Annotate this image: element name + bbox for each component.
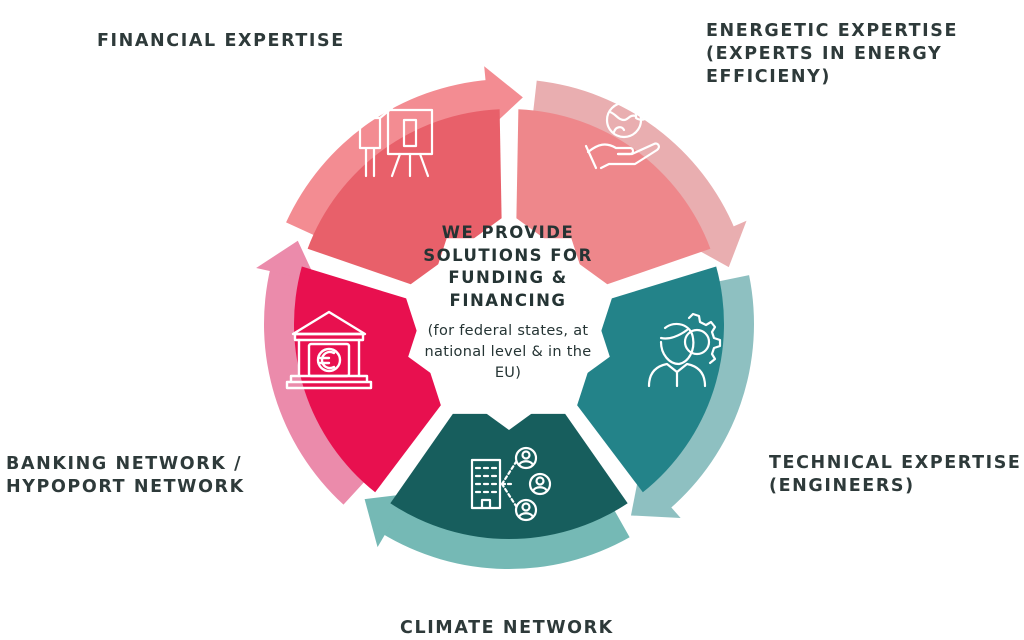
cycle-arrow-banking [263, 266, 368, 505]
center-title-line-4: FINANCING [449, 290, 567, 310]
label-energetic-line-1: ENERGETIC EXPERTISE [706, 21, 959, 41]
label-technical-line-1: TECHNICAL EXPERTISE [769, 453, 1022, 473]
center-text: WE PROVIDE SOLUTIONS FOR FUNDING & FINAN… [398, 222, 618, 384]
center-subtitle-line-2: national level & in the [424, 344, 592, 360]
label-climate-network: CLIMATE NETWORK [400, 617, 614, 640]
engineer-gear-icon [647, 312, 722, 388]
label-banking-network: BANKING NETWORK / HYPOPORT NETWORK [6, 453, 245, 499]
label-banking-line-1: BANKING NETWORK / [6, 454, 243, 474]
center-title-line-2: SOLUTIONS FOR [423, 245, 593, 265]
label-banking-line-2: HYPOPORT NETWORK [6, 477, 245, 497]
center-pentagon [408, 238, 610, 430]
center-title-line-3: FUNDING & [448, 268, 568, 287]
cycle-arrow-technical [644, 275, 754, 511]
label-technical-expertise: TECHNICAL EXPERTISE (ENGINEERS) [769, 452, 1022, 498]
label-climate-line-1: CLIMATE NETWORK [400, 618, 614, 638]
center-subtitle-line-3: EU) [494, 365, 522, 381]
label-financial-expertise: FINANCIAL EXPERTISE [97, 30, 345, 53]
center-subtitle-line-1: (for federal states, at [427, 323, 589, 339]
cycle-arrowhead-energetic [689, 220, 747, 268]
label-energetic-line-2: (EXPERTS IN ENERGY [706, 44, 943, 64]
label-financial-line-1: FINANCIAL EXPERTISE [97, 31, 345, 51]
label-energetic-line-3: EFFICIENY) [706, 67, 831, 87]
center-subtitle: (for federal states, at national level &… [398, 321, 618, 384]
label-energetic-expertise: ENERGETIC EXPERTISE (EXPERTS IN ENERGY E… [706, 20, 958, 89]
cycle-segment-climate [390, 413, 628, 539]
center-title: WE PROVIDE SOLUTIONS FOR FUNDING & FINAN… [398, 222, 618, 312]
globe-in-hand-icon [584, 101, 660, 170]
euro-bank-icon [285, 310, 373, 390]
building-network-icon [470, 446, 552, 522]
center-title-line-1: WE PROVIDE [441, 223, 575, 242]
label-technical-line-2: (ENGINEERS) [769, 476, 915, 496]
presentation-board-icon [358, 98, 434, 178]
